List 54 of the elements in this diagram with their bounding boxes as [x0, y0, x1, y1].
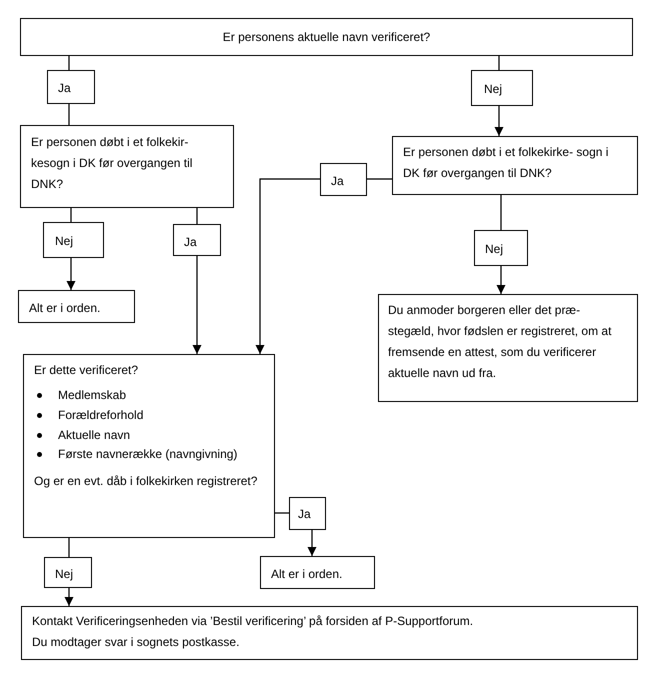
connector-line — [500, 195, 502, 230]
list-item: Aktuelle navn — [58, 428, 130, 442]
node-text: Kontakt Verificeringsenheden via ’Bestil verificering’ på forsiden af P-Supportforum. — [32, 613, 474, 630]
node-text: Nej — [55, 233, 74, 250]
node-text: Ja — [331, 173, 345, 190]
arrow — [256, 178, 320, 354]
node-text: Nej — [484, 81, 504, 98]
arrow — [66, 258, 76, 290]
node-text: Nej — [55, 566, 74, 583]
answer-box — [289, 497, 326, 530]
connector-line — [68, 538, 70, 557]
node-text: Er personens aktuelle navn verificeret? — [222, 29, 432, 46]
action-box — [378, 294, 638, 402]
arrow — [494, 106, 504, 136]
answer-box — [44, 557, 92, 588]
connector-line — [367, 178, 392, 180]
node-text: Er dette verificeret? — [34, 362, 140, 379]
question-box — [20, 125, 234, 208]
connector-line — [498, 56, 500, 70]
node-text: Du anmoder borgeren eller det præ- stegæld, hvor fødslen er registreret, om at fremsende en attest, som du verificerer aktuelle navn ud fra. — [388, 302, 612, 382]
answer-box — [471, 70, 533, 106]
list-item: Forældreforhold — [58, 408, 144, 422]
list-item: Første navnerække (navngivning) — [58, 447, 238, 462]
arrow — [496, 266, 506, 294]
answer-box — [320, 163, 367, 196]
node-text: Alt er i orden. — [29, 300, 102, 317]
outcome-box — [260, 556, 375, 589]
answer-box — [43, 222, 104, 258]
answer-box — [173, 224, 221, 256]
question-box — [23, 354, 275, 538]
node-text: Er personen døbt i et folkekir- kesogn i DK før overgangen til DNK? — [31, 134, 194, 193]
connector-line — [68, 104, 70, 125]
connector-line — [275, 512, 289, 514]
node-text: Alt er i orden. — [271, 566, 344, 583]
list-item: Medlemskab — [58, 388, 126, 402]
arrow — [192, 256, 202, 354]
question-box — [392, 136, 638, 195]
outcome-box — [18, 290, 135, 323]
node-text: Ja — [58, 80, 72, 97]
answer-box — [474, 230, 528, 266]
node-text: Er personen døbt i et folkekirke- sogn i DK før overgangen til DNK? — [403, 144, 610, 182]
arrow — [64, 588, 74, 606]
node-text: Nej — [485, 241, 504, 258]
connector-line — [70, 208, 72, 222]
connector-line — [68, 56, 70, 70]
question-box — [20, 18, 633, 56]
arrow — [308, 530, 316, 556]
node-text: Og er en evt. dåb i folkekirken registreret? — [34, 473, 258, 490]
node-text: Du modtager svar i sognets postkasse. — [32, 634, 240, 651]
action-box — [21, 606, 638, 660]
node-text: Ja — [184, 234, 198, 251]
node-text: Ja — [298, 506, 312, 523]
connector-line — [196, 208, 198, 224]
answer-box — [47, 70, 95, 104]
